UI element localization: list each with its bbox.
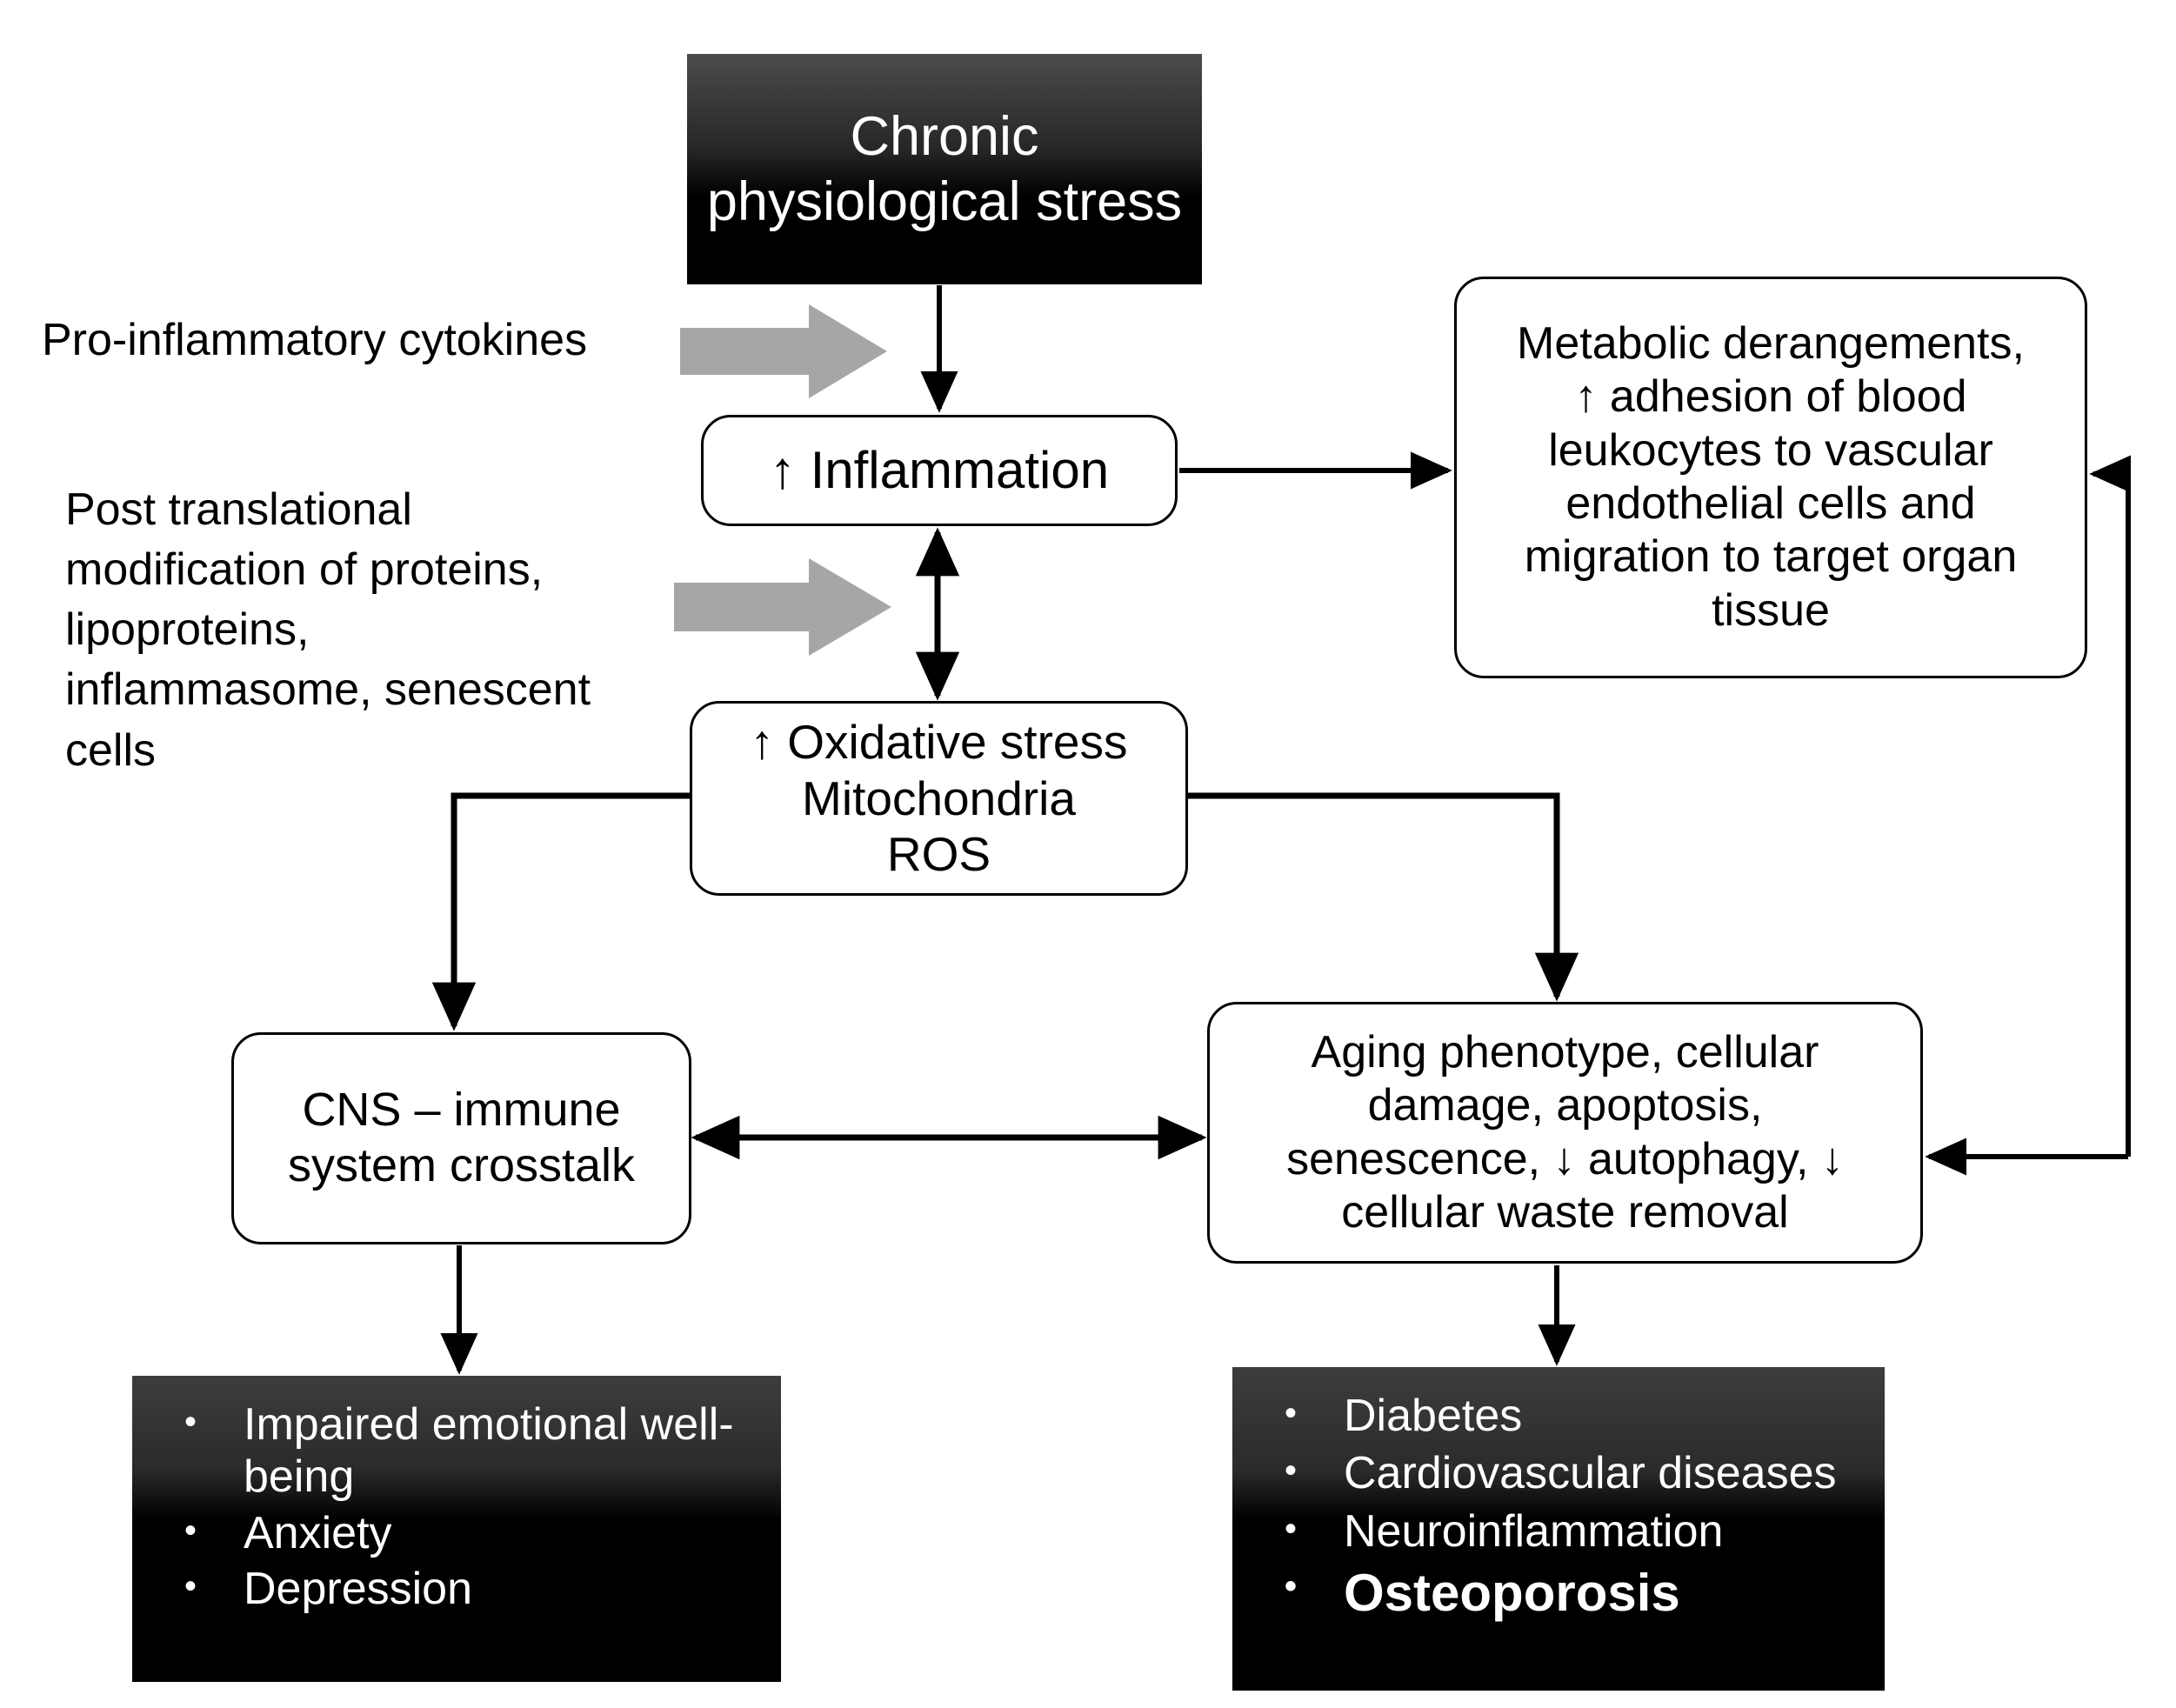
node-chronic-stress-text: Chronic physiological stress: [706, 106, 1183, 232]
block-arrow-right-icon: [680, 304, 887, 398]
node-inflammation: ↑ Inflammation: [701, 415, 1178, 526]
list-item: Depression: [164, 1561, 781, 1615]
list-item: Anxiety: [164, 1505, 781, 1559]
label-post-translational-modification: Post translational modification of prote…: [65, 484, 591, 776]
node-aging-text: Aging phenotype, cellular damage, apopto…: [1286, 1026, 1844, 1238]
node-oxidative-text: ↑ Oxidative stress Mitochondria ROS: [750, 714, 1128, 882]
label-pro-inflammatory-cytokines: Pro-inflammatory cytokines: [42, 315, 588, 365]
node-outcomes-psychological: Impaired emotional well-beingAnxietyDepr…: [132, 1376, 781, 1682]
node-inflammation-text: ↑ Inflammation: [769, 440, 1110, 499]
connector-oxidative-to-cns: [431, 792, 690, 1031]
list-item: Cardiovascular diseases: [1264, 1445, 1885, 1499]
list-item: Osteoporosis: [1264, 1561, 1885, 1624]
block-arrow-right-icon: [674, 558, 891, 656]
list-item: Neuroinflammation: [1264, 1504, 1885, 1558]
node-oxidative-stress: ↑ Oxidative stress Mitochondria ROS: [690, 701, 1188, 896]
node-chronic-physiological-stress: Chronic physiological stress: [687, 54, 1202, 284]
node-metabolic-derangements: Metabolic derangements, ↑ adhesion of bl…: [1454, 277, 2087, 678]
connector-feedback-to-metabolic: [2089, 455, 2132, 1157]
outcomes-right-list: DiabetesCardiovascular diseasesNeuroinfl…: [1232, 1367, 1885, 1629]
node-outcomes-disease: DiabetesCardiovascular diseasesNeuroinfl…: [1232, 1367, 1885, 1691]
outcomes-left-list: Impaired emotional well-beingAnxietyDepr…: [132, 1376, 781, 1618]
list-item: Diabetes: [1264, 1388, 1885, 1442]
node-cns-immune-crosstalk: CNS – immune system crosstalk: [231, 1032, 691, 1244]
connector-oxidative-to-aging: [1188, 792, 1579, 1002]
node-aging-phenotype: Aging phenotype, cellular damage, apopto…: [1207, 1002, 1923, 1264]
node-cns-text: CNS – immune system crosstalk: [287, 1084, 636, 1191]
node-metabolic-text: Metabolic derangements, ↑ adhesion of bl…: [1517, 317, 2025, 636]
list-item: Impaired emotional well-being: [164, 1397, 781, 1504]
